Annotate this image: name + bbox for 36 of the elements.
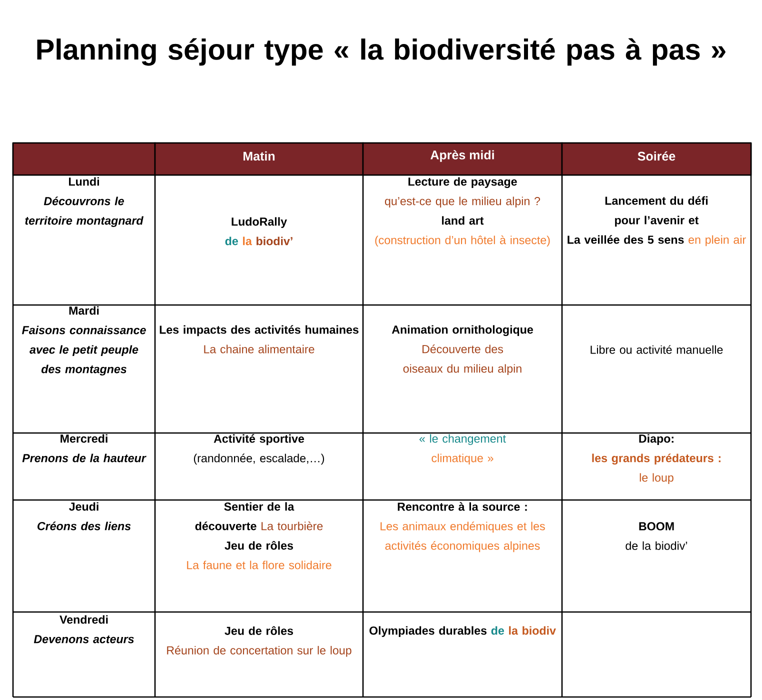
cell-text: Lecture de paysage qu’est-ce que le milieu alpin ? land art (construction d’un hôtel à insecte)	[375, 177, 550, 246]
cell-text: Vendredi Devenons acteurs	[34, 615, 134, 644]
cell-text: Sentier de la découverte La tourbière Jeu de rôles La faune et la flore solidaire	[187, 502, 332, 570]
label: la	[243, 236, 252, 246]
label: La faune et la flore solidaire	[187, 560, 332, 570]
cell-text: Olympiades durables de la biodiv	[370, 626, 556, 638]
header-cell: Après midi	[362, 142, 563, 176]
header-cell: Matin	[154, 142, 364, 176]
label: Jeu de rôles	[224, 540, 294, 550]
label: Lecture de paysage	[408, 177, 517, 188]
label: Sentier de la	[224, 502, 294, 511]
cell-text: Diapo: les grands prédateurs : le loup	[592, 434, 720, 484]
title: Planning séjour type « la biodiversité pas à pas »	[37, 38, 726, 66]
cell-text: Les impacts des activités humaines La chaine alimentaire	[160, 325, 358, 354]
label: LudoRally	[232, 217, 287, 228]
cell-text: Activité sportive (randonnée, escalade,…)	[194, 434, 324, 465]
cell-text: BOOM de la biodiv’	[626, 522, 688, 550]
cell-text: LudoRally de la biodiv’	[225, 217, 292, 246]
header-cell: Soirée	[561, 142, 752, 176]
cell-text: Mardi Faisons connaissance avec le petit peuple des montagnes	[22, 306, 146, 376]
label: land art	[442, 216, 484, 225]
label: La tourbière	[262, 522, 323, 530]
label: (construction d’un hôtel à insecte)	[375, 236, 550, 246]
label: de	[225, 236, 238, 246]
cell-text: Lancement du défi pour l’avenir et La veillée des 5 sens en plein air	[568, 196, 746, 246]
cell-text: Libre ou activité manuelle	[590, 345, 723, 354]
label: qu’est-ce que le milieu alpin ?	[384, 196, 540, 208]
cell-text: Rencontre à la source : Les animaux endémiques et les activités économiques alpines	[380, 502, 545, 552]
cell-text: Mercredi Prenons de la hauteur	[22, 434, 146, 462]
cell-text: Jeu de rôles Réunion de concertation sur le loup	[167, 626, 352, 657]
cell-text: Lundi Découvrons le territoire montagnard	[25, 177, 144, 228]
cell-text: « le changement climatique »	[419, 434, 506, 465]
cell-text: Animation ornithologique Découverte des oiseaux du milieu alpin	[392, 325, 533, 376]
cell-text: Jeudi Créons des liens	[38, 502, 131, 530]
label: biodiv’	[256, 236, 292, 246]
label: découverte	[195, 522, 256, 530]
